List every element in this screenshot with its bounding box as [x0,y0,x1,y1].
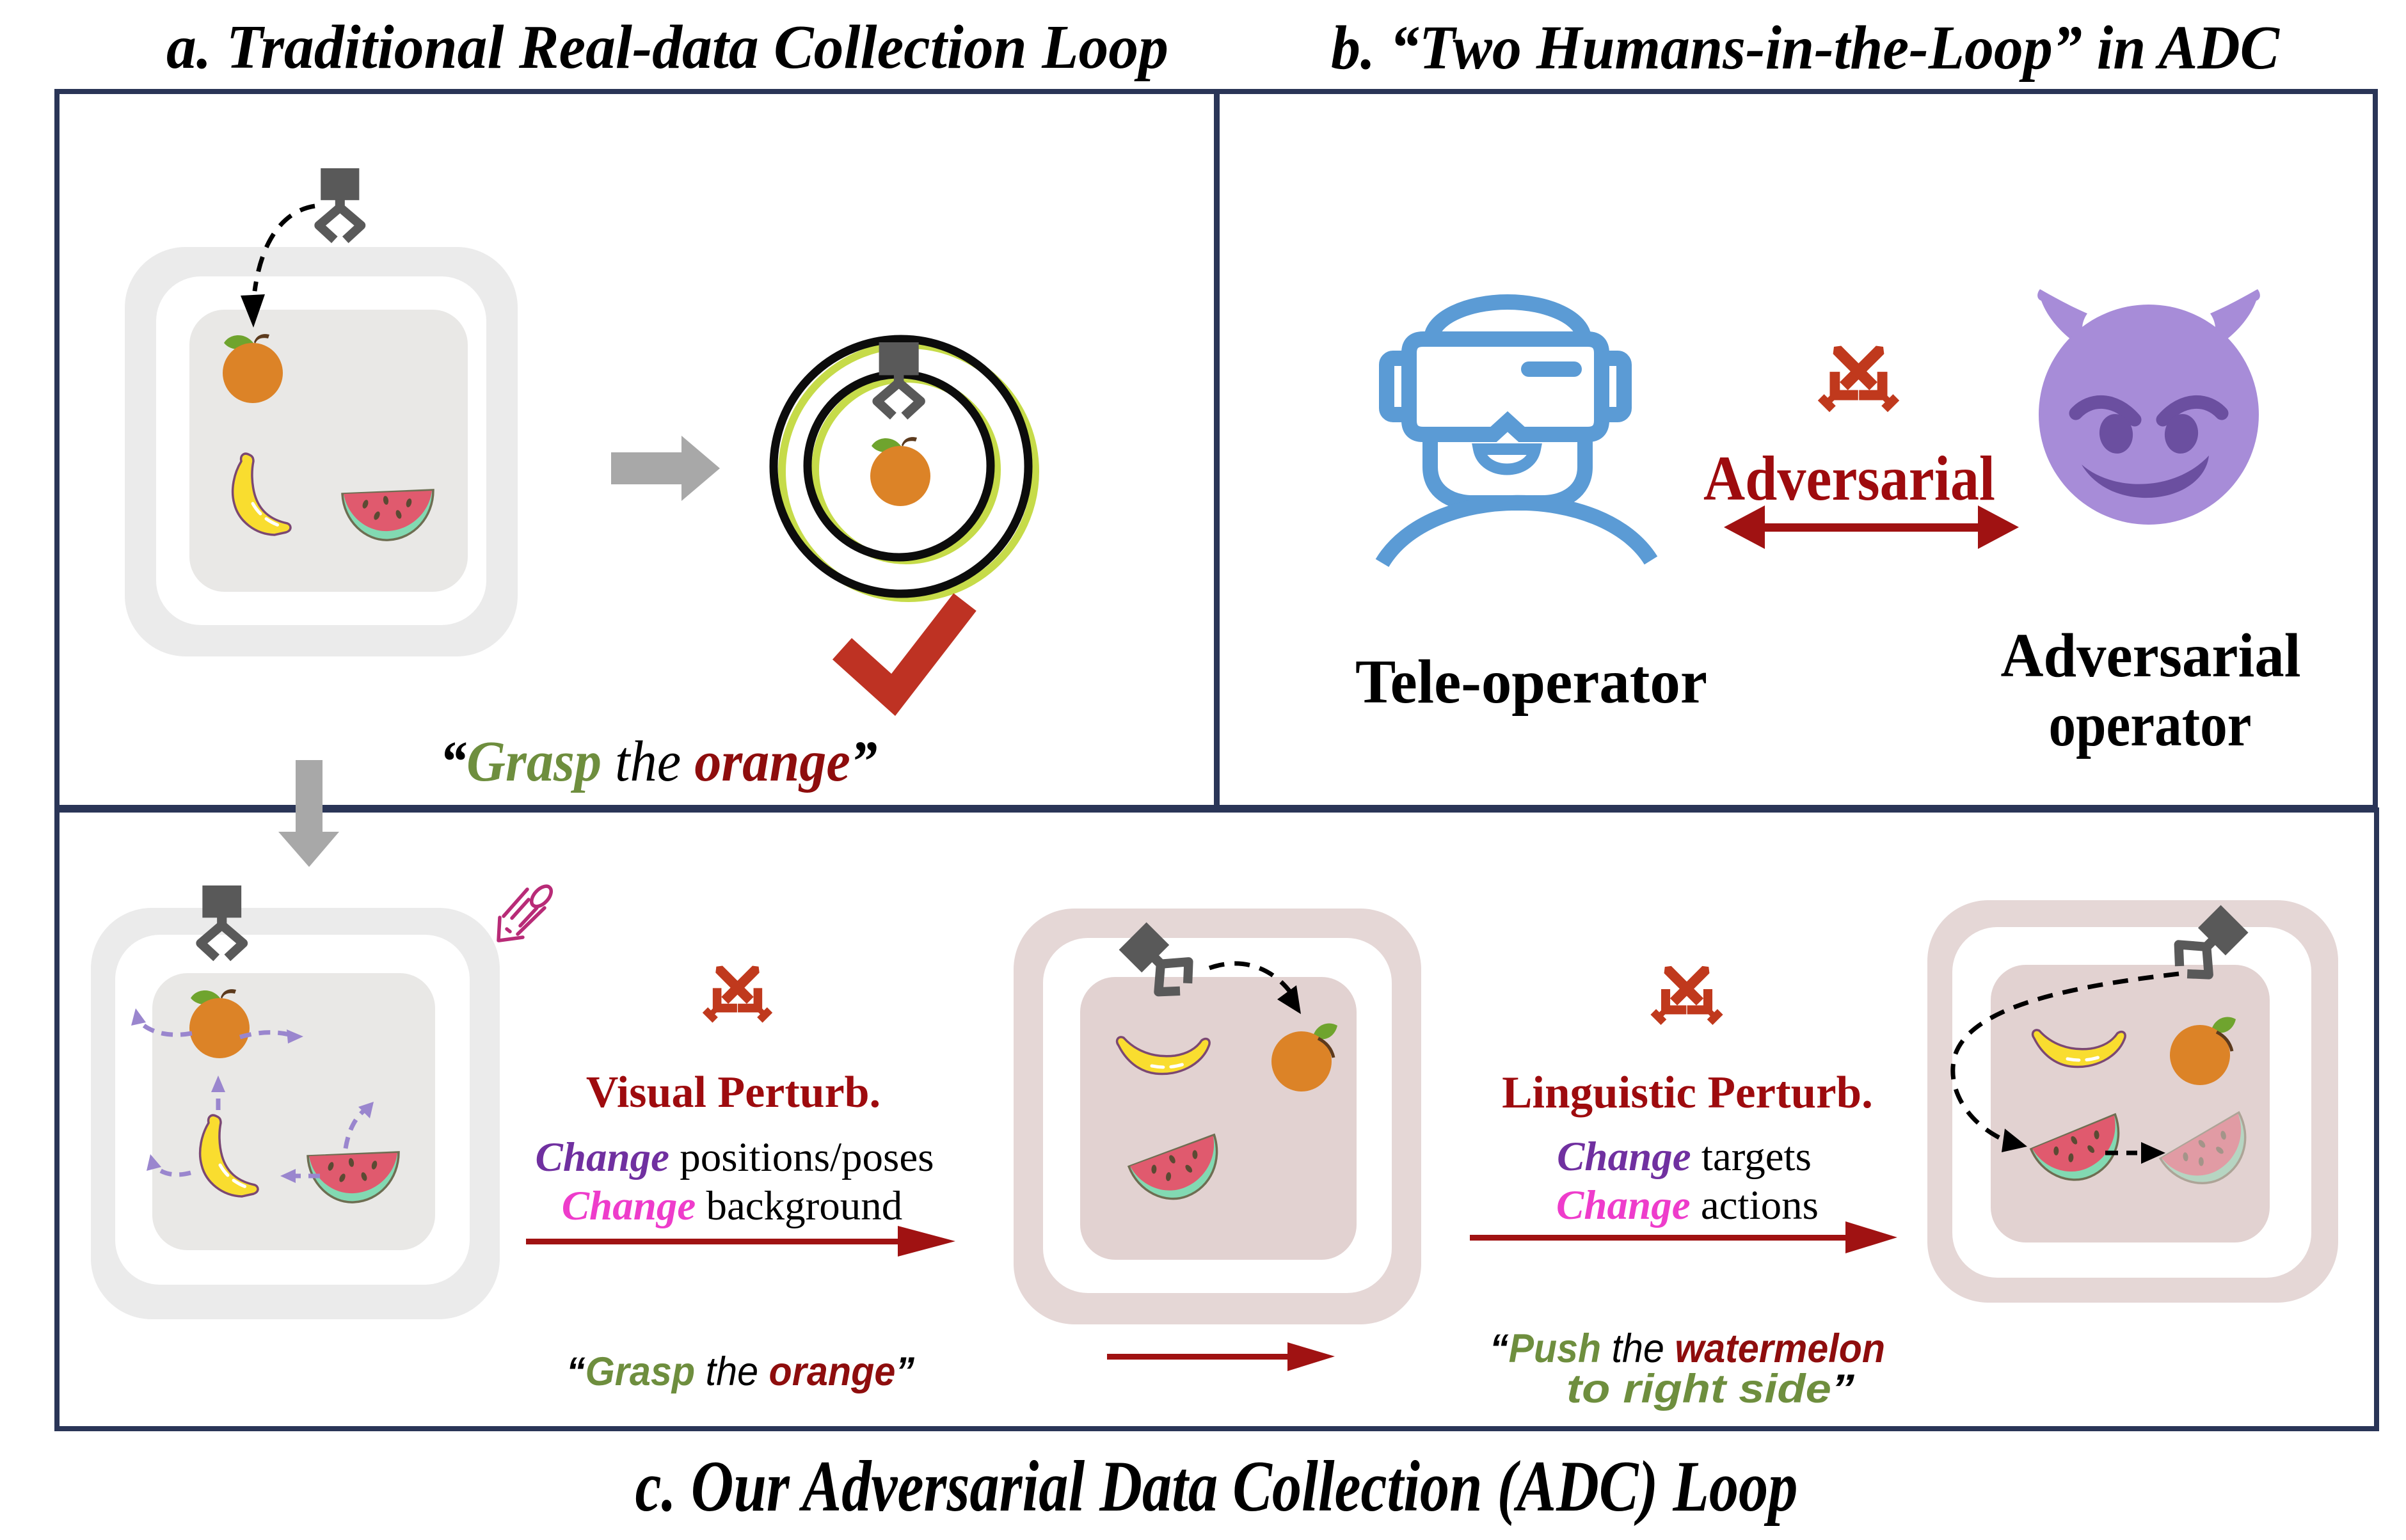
svg-text:“Push the watermelon: “Push the watermelon [1490,1326,1885,1371]
svg-text:Change targets: Change targets [1557,1134,1812,1180]
svg-text:“Grasp the orange”: “Grasp the orange” [566,1349,914,1394]
svg-text:c. Our Adversarial Data Collec: c. Our Adversarial Data Collection (ADC)… [635,1447,1798,1527]
svg-text:Tele-operator: Tele-operator [1355,647,1707,716]
svg-text:b. “Two Humans-in-the-Loop” in: b. “Two Humans-in-the-Loop” in ADC [1331,13,2281,83]
svg-text:Change background: Change background [562,1183,903,1229]
svg-text:Adversarial: Adversarial [2001,621,2301,690]
svg-text:Adversarial: Adversarial [1703,443,1995,514]
svg-text:operator: operator [2049,690,2252,759]
svg-text:to right side”: to right side” [1566,1367,1855,1411]
svg-text:“Grasp the orange”: “Grasp the orange” [440,730,877,793]
svg-text:Visual Perturb.: Visual Perturb. [586,1068,880,1117]
svg-text:Change actions: Change actions [1556,1182,1819,1228]
svg-text:Change positions/poses: Change positions/poses [535,1134,934,1180]
svg-text:a. Traditional Real-data Colle: a. Traditional Real-data Collection Loop [166,13,1168,82]
svg-text:Linguistic Perturb.: Linguistic Perturb. [1502,1068,1873,1118]
